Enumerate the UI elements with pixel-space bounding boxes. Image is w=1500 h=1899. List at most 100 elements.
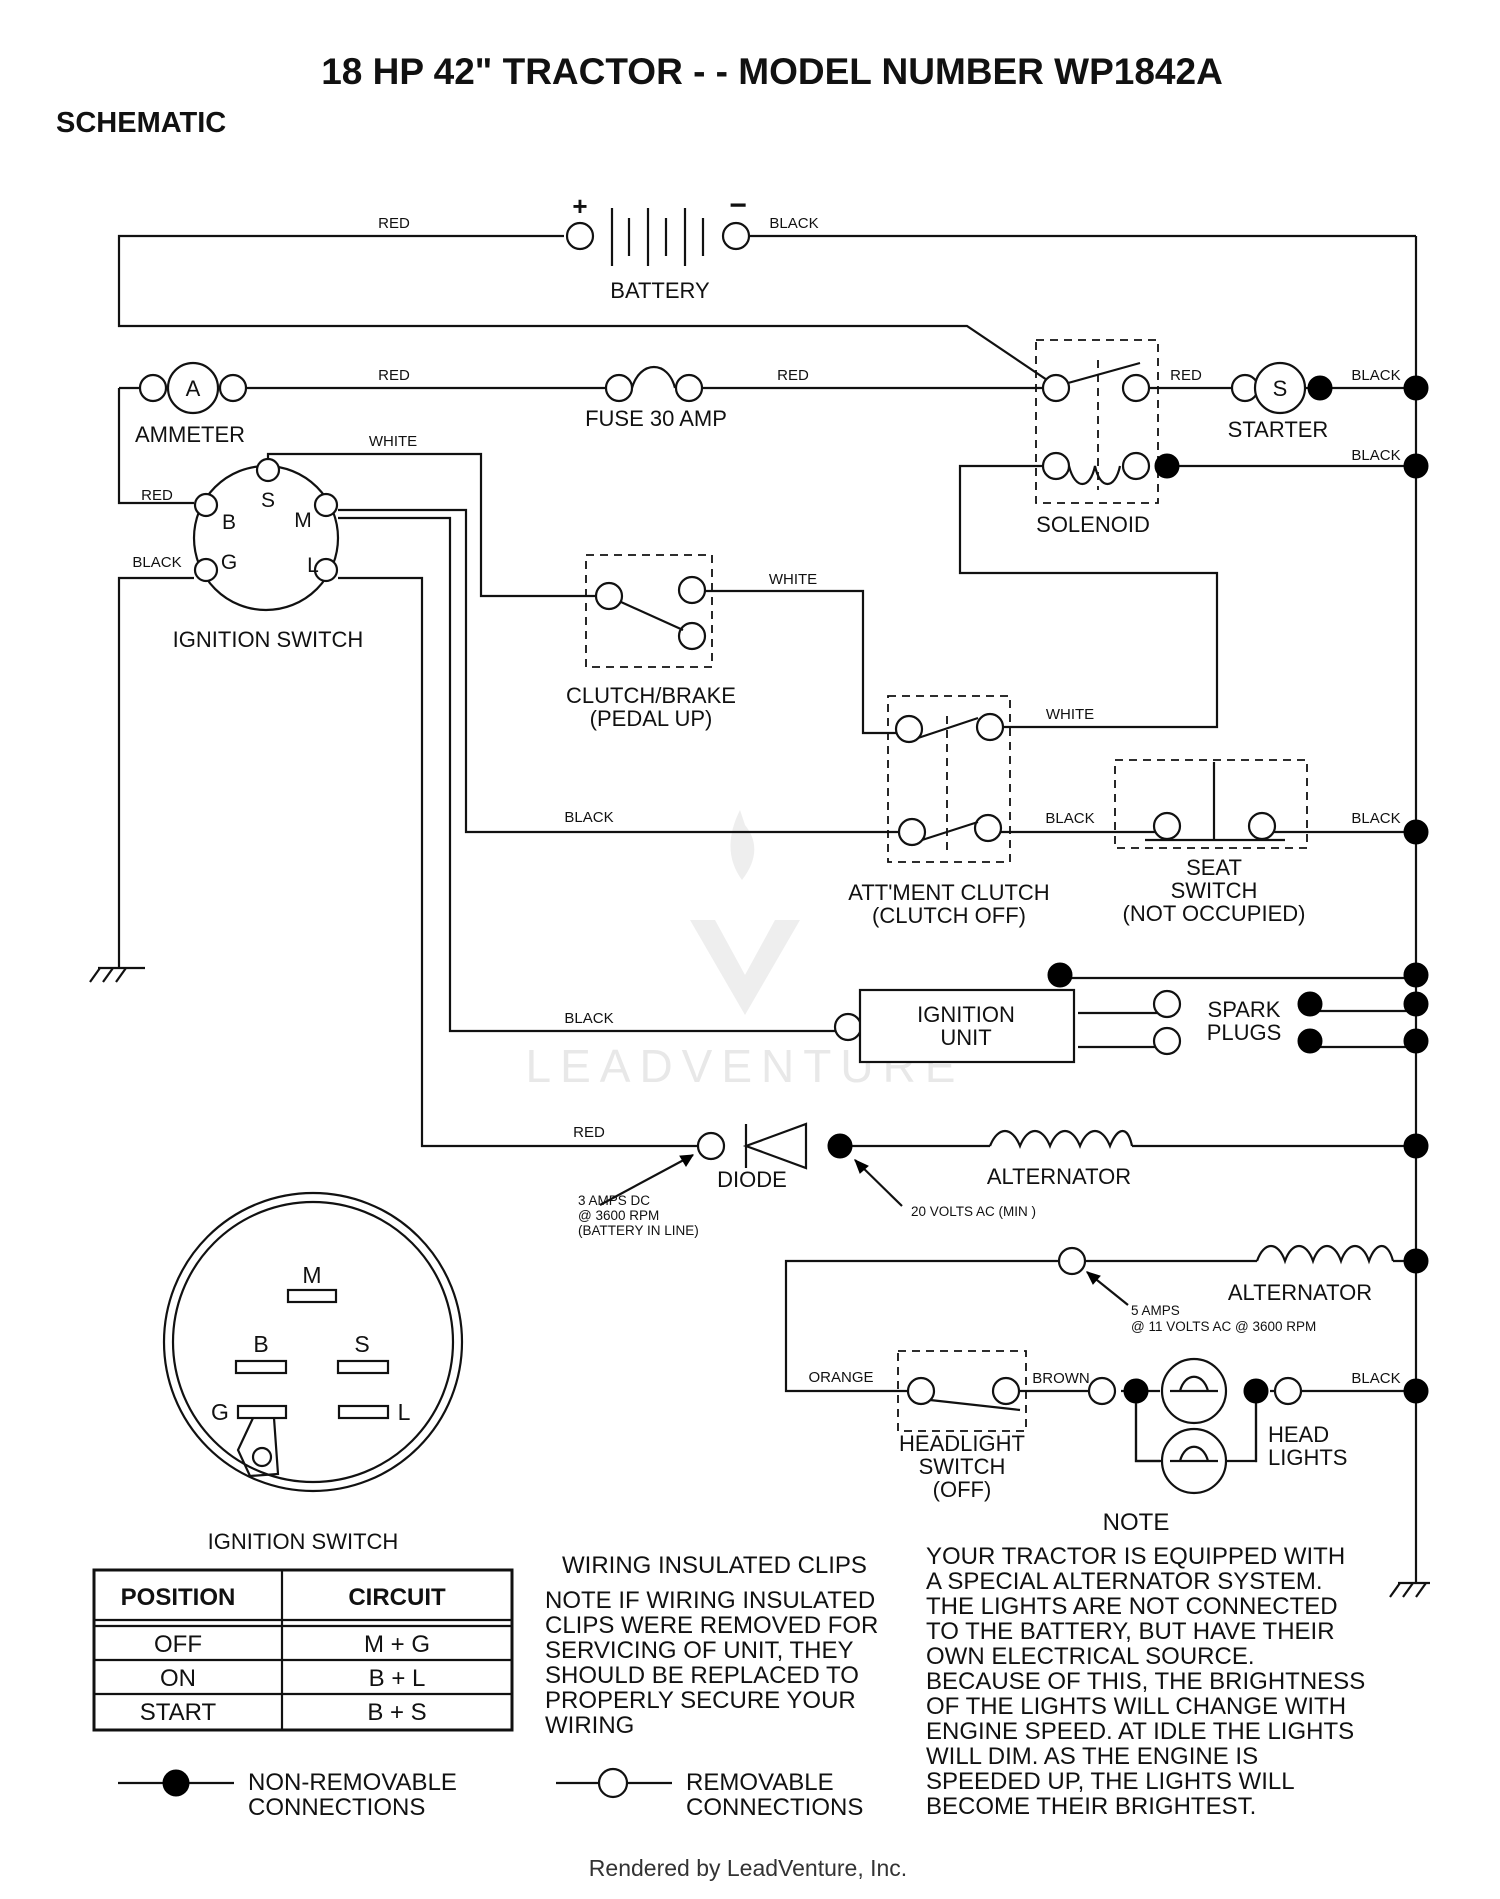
headlight-switch-label-3: (OFF) [933, 1477, 992, 1502]
legend-removable-icon [597, 1767, 629, 1799]
clutch-white-wire-label: WHITE [769, 571, 817, 588]
spark-plug-2-icon [1297, 1028, 1323, 1054]
ammeter-icon [166, 361, 220, 415]
starter-icon [1253, 361, 1307, 415]
legend-removable-1: REMOVABLE [686, 1769, 834, 1796]
seat-switch-contact-icon [1145, 762, 1285, 842]
ground-symbol-left [89, 966, 145, 983]
ignition-switch-icon [192, 464, 340, 612]
alternator-1-label: ALTERNATOR [987, 1164, 1131, 1189]
headlight-orange-wire-label: ORANGE [808, 1369, 873, 1386]
seat-switch-label-1: SEAT [1186, 855, 1242, 880]
alternator-note-line-2: A SPECIAL ALTERNATOR SYSTEM. [926, 1568, 1323, 1595]
battery-label: BATTERY [610, 278, 710, 303]
clips-note-line-4: SHOULD BE REPLACED TO [545, 1662, 859, 1689]
starter-black-wire-label: BLACK [1351, 367, 1400, 384]
ignition-b-red-wire-label: RED [141, 487, 173, 504]
alternator-note-line-10: SPEEDED UP, THE LIGHTS WILL [926, 1768, 1295, 1795]
alternator-note-line-4: TO THE BATTERY, BUT HAVE THEIR [926, 1618, 1335, 1645]
fuse-label: FUSE 30 AMP [585, 406, 727, 431]
spark-plugs-label-1: SPARK [1208, 997, 1281, 1022]
headlight-switch-contact-icon [929, 1398, 1021, 1412]
headlight-brown-wire-label: BROWN [1032, 1370, 1090, 1387]
table-row-1-circuit: B + L [369, 1665, 426, 1692]
alternator-2-label: ALTERNATOR [1228, 1280, 1372, 1305]
clips-note: WIRING INSULATED CLIPS NOTE IF WIRING IN… [545, 1552, 878, 1739]
attachment-black-wire-label: BLACK [564, 809, 613, 826]
attachment-white-wire-label: WHITE [1046, 706, 1094, 723]
starter-symbol: S [1273, 376, 1288, 401]
alternator-note-line-9: WILL DIM. AS THE ENGINE IS [926, 1743, 1258, 1770]
clips-note-line-5: PROPERLY SECURE YOUR [545, 1687, 856, 1714]
page-title: 18 HP 42" TRACTOR - - MODEL NUMBER WP184… [321, 51, 1223, 92]
attachment-clutch-box [887, 695, 1011, 863]
headlight-switch-box [897, 1350, 1027, 1432]
ammeter-label: AMMETER [135, 422, 245, 447]
solenoid-box [1035, 339, 1159, 504]
solenoid: SOLENOID RED BLACK [1035, 339, 1401, 537]
spark-plug-ground-wires [1317, 1009, 1416, 1049]
alternator-note-line-7: OF THE LIGHTS WILL CHANGE WITH [926, 1693, 1346, 1720]
table-row-2-position: START [140, 1699, 217, 1726]
clutch-white-wire [694, 589, 911, 735]
alternator-note: NOTE YOUR TRACTOR IS EQUIPPED WITH A SPE… [926, 1509, 1365, 1820]
ground-bus-connections [1403, 375, 1429, 1054]
attachment-clutch-contact-top-icon [917, 716, 979, 740]
ignition-g-black-wire-label: BLACK [132, 554, 181, 571]
ignition-s-white-wire-label: WHITE [369, 433, 417, 450]
alternator-note-line-3: THE LIGHTS ARE NOT CONNECTED [926, 1593, 1338, 1620]
battery: + − BATTERY RED BLACK [378, 189, 818, 303]
face-terminal-m: M [302, 1262, 321, 1288]
switch-face-title: IGNITION SWITCH [208, 1529, 399, 1554]
ammeter-red-wire-label: RED [378, 367, 410, 384]
ignition-switch: S B M G L IGNITION SWITCH RED BLACK WHIT… [132, 433, 417, 652]
solenoid-coil-white-wire [958, 464, 1219, 729]
clutch-brake-switch: CLUTCH/BRAKE (PEDAL UP) WHITE [566, 554, 817, 731]
clips-note-line-3: SERVICING OF UNIT, THEY [545, 1637, 854, 1664]
table-row-0-circuit: M + G [364, 1631, 430, 1658]
clutch-brake-label-2: (PEDAL UP) [590, 706, 713, 731]
alternator-2-coil-icon [1255, 1244, 1395, 1265]
alternator-1-coil-icon [988, 1129, 1134, 1149]
face-terminal-l: L [398, 1399, 411, 1425]
face-terminal-g: G [211, 1399, 229, 1425]
ignition-unit-box [858, 988, 1076, 1064]
fuse-icon [630, 365, 677, 389]
alternator-note-line-6: BECAUSE OF THIS, THE BRIGHTNESS [926, 1668, 1365, 1695]
starter-red-wire-label: RED [1170, 367, 1202, 384]
attachment-clutch-contact-bottom-icon [921, 820, 979, 842]
battery-cells-icon [610, 208, 705, 266]
diode-spec-3: (BATTERY IN LINE) [578, 1223, 699, 1238]
fuse: FUSE 30 AMP RED [585, 365, 809, 431]
legend-non-removable-1: NON-REMOVABLE [248, 1769, 457, 1796]
diode-icon [742, 1122, 808, 1170]
clips-note-line-2: CLIPS WERE REMOVED FOR [545, 1612, 878, 1639]
diode-spec-1: 3 AMPS DC [578, 1193, 650, 1208]
ground-symbol-right [1389, 1581, 1430, 1598]
table-header-circuit: CIRCUIT [348, 1584, 446, 1611]
table-row-0-position: OFF [154, 1631, 202, 1658]
clutch-brake-label-1: CLUTCH/BRAKE [566, 683, 736, 708]
spark-plug-1-icon [1297, 991, 1323, 1017]
table-header-position: POSITION [121, 1584, 236, 1611]
ignition-b-red-wire [117, 388, 194, 505]
terminal-l-label: L [307, 554, 319, 577]
clips-note-line-1: NOTE IF WIRING INSULATED [545, 1587, 875, 1614]
legend-non-removable-icon [162, 1769, 190, 1797]
face-terminal-s: S [354, 1331, 369, 1357]
page-subtitle: SCHEMATIC [56, 107, 226, 139]
battery-negative-terminal [721, 221, 751, 251]
clips-note-line-6: WIRING [545, 1712, 634, 1739]
position-table: POSITION CIRCUIT OFF M + G ON B + L STAR… [92, 1568, 514, 1732]
seat-ground-black-wire-label: BLACK [1351, 810, 1400, 827]
seat-switch-label-2: SWITCH [1171, 878, 1258, 903]
seat-switch-box [1114, 759, 1308, 849]
diode-red-wire-label: RED [573, 1124, 605, 1141]
watermark-v-icon [690, 920, 800, 1015]
footer-credit: Rendered by LeadVenture, Inc. [589, 1855, 907, 1881]
diode-spec-2: @ 3600 RPM [578, 1208, 659, 1223]
head-lights-label-2: LIGHTS [1268, 1445, 1347, 1470]
ammeter-symbol: A [186, 376, 201, 401]
seat-switch: SEAT SWITCH (NOT OCCUPIED) BLACK BLACK [1045, 759, 1401, 926]
